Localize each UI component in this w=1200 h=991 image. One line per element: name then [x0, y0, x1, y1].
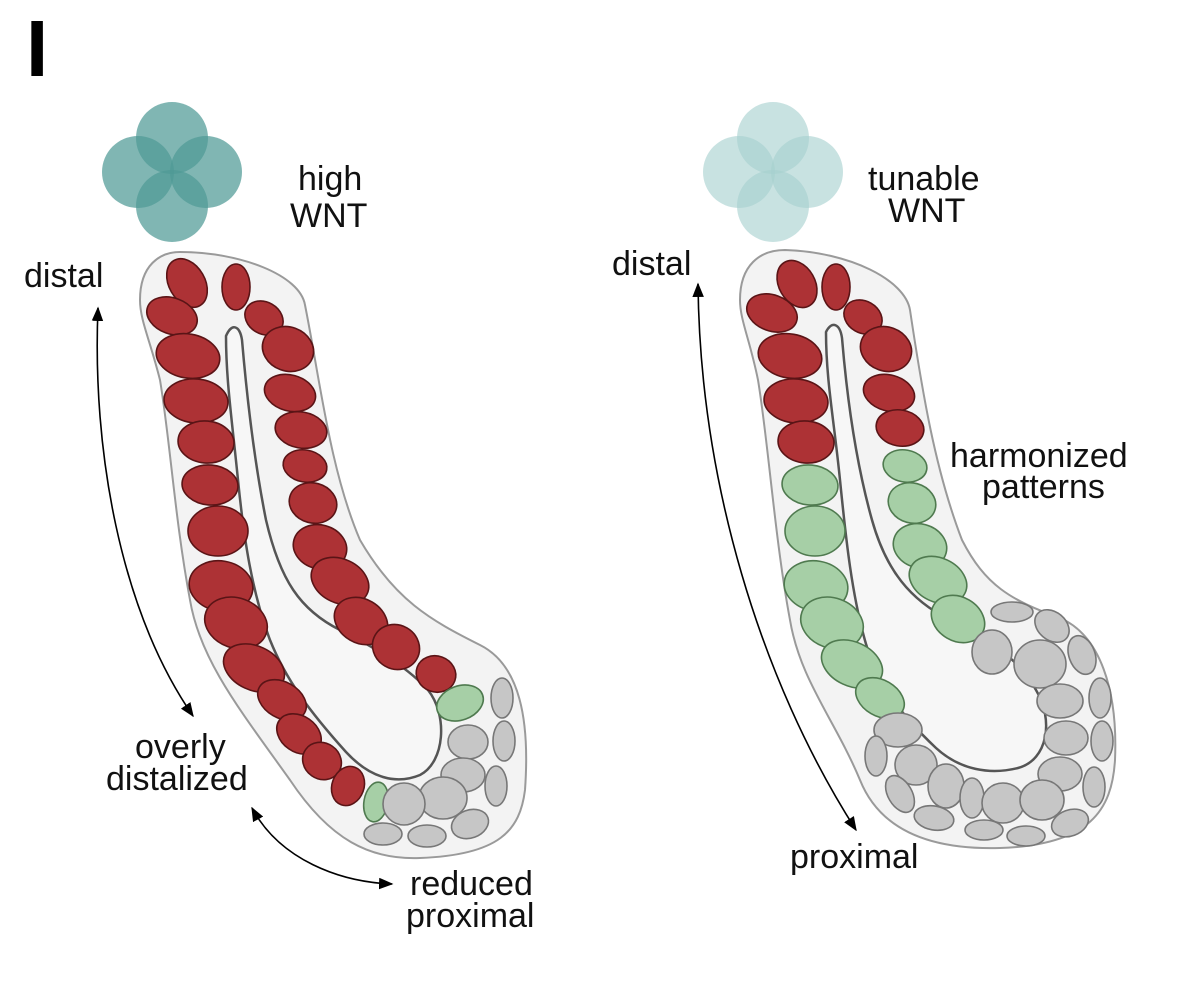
right-proximal-label: proximal [790, 838, 918, 876]
proximal-cell [1013, 639, 1067, 689]
left-distal-label: distal [24, 257, 103, 295]
distal-cell [875, 408, 925, 448]
distal-cell [330, 765, 366, 807]
proximal-cell [1082, 766, 1106, 808]
left-result-label-line1: overly [135, 728, 226, 766]
proximal-cell [894, 744, 938, 786]
left-organoid: high WNT distal overly distalized reduce… [24, 102, 534, 935]
proximal-cell [492, 720, 516, 762]
wnt-signal-tunable-icon [703, 102, 843, 242]
left-result-label-line2: distalized [106, 760, 248, 798]
proximal-cell [490, 677, 514, 719]
intermediate-cell [435, 684, 485, 722]
proximal-cell [407, 824, 447, 848]
right-harmonized-label-line2: patterns [982, 468, 1105, 506]
proximal-cell [971, 629, 1013, 675]
left-reduced-label-line1: reduced [410, 865, 533, 903]
proximal-cell [1034, 608, 1070, 644]
wnt-lobe [737, 170, 809, 242]
right-wnt-label-line2: WNT [888, 192, 965, 230]
distal-cell [282, 448, 328, 484]
right-cell-layer [746, 259, 1114, 847]
distal-cell [263, 373, 317, 413]
panel-label: I [26, 4, 48, 93]
proximal-cell [913, 804, 955, 832]
left-distal-overly-arrow [91, 306, 194, 718]
right-distal-label: distal [612, 245, 691, 283]
intermediate-cell [882, 448, 928, 484]
left-wnt-label-line1: high [298, 160, 362, 198]
distal-cell [256, 678, 308, 722]
proximal-cell [1006, 825, 1046, 847]
intermediate-cell [887, 481, 937, 525]
proximal-cell [964, 819, 1004, 841]
proximal-cell [1019, 779, 1065, 821]
distal-cell [221, 263, 251, 311]
intermediate-cell [854, 676, 906, 720]
distal-cell [862, 373, 916, 413]
distal-cell [274, 410, 328, 450]
left-reduced-label-line2: proximal [406, 897, 534, 935]
proximal-cell [884, 774, 916, 814]
distal-cell [165, 257, 209, 309]
left-reduced-proximal-arrow [251, 806, 394, 890]
proximal-cell [864, 735, 888, 777]
proximal-cell [990, 601, 1034, 623]
distal-cell [415, 654, 457, 694]
proximal-cell [450, 808, 490, 840]
proximal-cell [1043, 720, 1089, 756]
distal-cell [310, 556, 370, 606]
distal-cell [187, 505, 249, 557]
proximal-cell [959, 777, 985, 819]
right-organoid: tunable WNT distal harmonized patterns p… [612, 102, 1128, 876]
intermediate-cell [908, 555, 968, 605]
intermediate-cell [784, 505, 846, 557]
left-wnt-label-line2: WNT [290, 197, 367, 235]
distal-cell [261, 325, 315, 373]
right-wnt-label-line1: tunable [868, 160, 980, 198]
proximal-cell [1050, 808, 1090, 838]
proximal-cell [484, 765, 508, 807]
proximal-cell [363, 822, 403, 846]
distal-cell [821, 263, 851, 311]
proximal-cell [1088, 677, 1112, 719]
proximal-cell [447, 724, 489, 760]
proximal-cell [927, 763, 965, 809]
proximal-cell [1067, 634, 1097, 676]
distal-cell [203, 596, 269, 650]
distal-cell [371, 623, 421, 671]
wnt-lobe [136, 170, 208, 242]
distal-cell [859, 325, 913, 373]
proximal-cell [1090, 720, 1114, 762]
proximal-cell [981, 782, 1025, 824]
right-harmonized-label-line1: harmonized [950, 437, 1128, 475]
proximal-cell [382, 782, 426, 826]
right-distal-proximal-arrow [692, 282, 857, 832]
distal-cell [288, 481, 338, 525]
proximal-cell [1036, 683, 1084, 719]
proximal-cell [873, 712, 923, 748]
wnt-signal-high-icon [102, 102, 242, 242]
